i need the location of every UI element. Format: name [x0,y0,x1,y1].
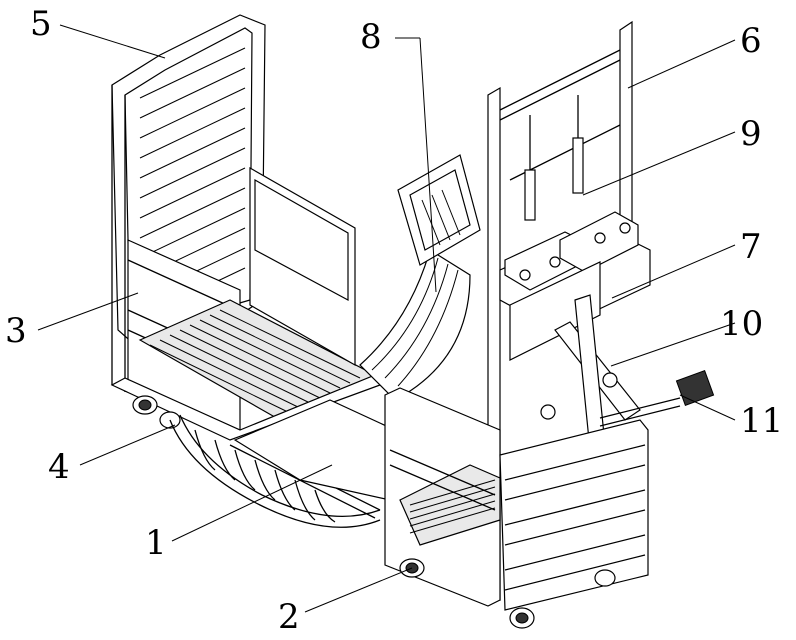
left-seat-frame [112,15,380,440]
label-5: 5 [30,4,52,44]
label-7: 7 [740,227,762,267]
label-2: 2 [278,597,300,637]
label-3: 3 [5,311,27,351]
label-11: 11 [740,401,783,441]
label-4: 4 [48,447,70,487]
label-8: 8 [360,17,382,57]
label-10: 10 [720,304,763,344]
floor-plate [235,400,395,500]
label-6: 6 [740,21,762,61]
label-1: 1 [145,523,167,563]
label-9: 9 [740,114,762,154]
curved-track [360,155,480,400]
